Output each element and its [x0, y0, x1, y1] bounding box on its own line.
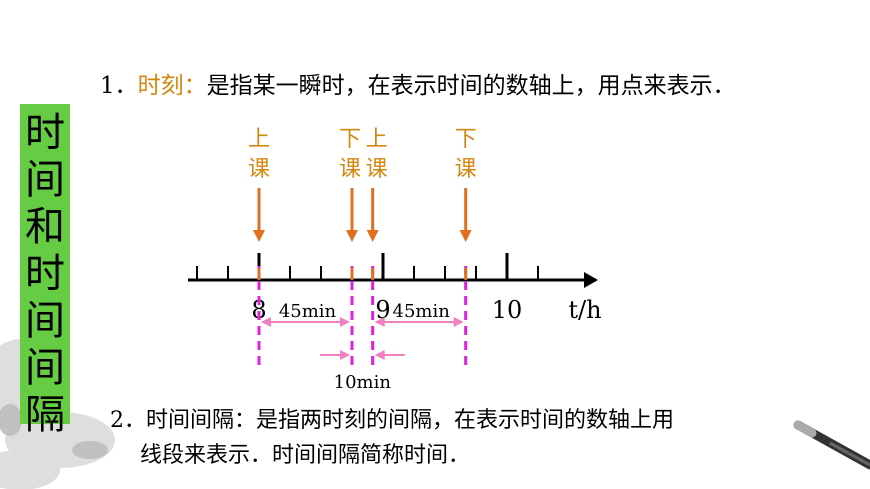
interval-definition-text: 时间间隔：是指两时刻的间隔，在表示时间的数轴上用: [146, 408, 675, 433]
interval-label: 45min: [279, 301, 337, 322]
side-title-char: 隔: [25, 392, 65, 438]
break-label: 10min: [334, 372, 392, 393]
axis-tick-label: 9: [375, 296, 390, 324]
moment-definition-text: 是指某一瞬时，在表示时间的数轴上，用点来表示．: [206, 73, 736, 99]
break-arrowhead: [340, 350, 350, 360]
interval-arrowhead: [340, 317, 350, 327]
event-arrowhead: [366, 230, 379, 242]
side-title: 时 间 和 时 间 间 隔: [20, 104, 70, 438]
interval-arrowhead: [374, 317, 385, 327]
axis-tick-label: 8: [251, 296, 266, 324]
item1-number: 1．: [100, 73, 138, 99]
interval-arrowhead: [261, 317, 271, 327]
event-label: 上: [366, 127, 388, 152]
event-label: 下: [455, 127, 477, 152]
event-arrowhead: [346, 230, 358, 242]
event-label: 课: [366, 157, 388, 182]
axis-unit-label: t/h: [568, 296, 601, 324]
side-title-char: 间: [25, 345, 65, 391]
event-label: 下: [339, 127, 361, 152]
ink-flower-decoration: [0, 338, 115, 489]
interval-arrowhead: [453, 317, 464, 327]
break-arrowhead: [374, 350, 385, 360]
moment-term: 时刻：: [137, 73, 207, 99]
side-title-char: 间: [25, 298, 65, 344]
interval-definition-line1: 2．时间间隔：是指两时刻的间隔，在表示时间的数轴上用: [110, 402, 674, 434]
event-arrowhead: [459, 230, 472, 242]
event-arrowhead: [253, 230, 265, 242]
interval-definition-line2: 线段来表示．时间间隔简称时间．: [140, 443, 471, 468]
side-title-char: 时: [25, 251, 65, 297]
event-label: 课: [339, 157, 361, 182]
event-label: 课: [455, 157, 477, 182]
brush-pen-decoration: [793, 420, 870, 470]
time-axis-arrowhead: [584, 272, 598, 288]
axis-tick-label: 10: [492, 296, 523, 324]
interval-label: 45min: [393, 301, 451, 322]
item2-number: 2．: [110, 408, 146, 433]
event-label: 课: [248, 157, 270, 182]
side-title-char: 时: [25, 110, 65, 156]
side-title-char: 间: [25, 157, 65, 203]
side-title-char: 和: [25, 204, 65, 250]
event-label: 上: [248, 127, 270, 152]
moment-definition: 1．时刻：是指某一瞬时，在表示时间的数轴上，用点来表示．: [100, 66, 736, 100]
